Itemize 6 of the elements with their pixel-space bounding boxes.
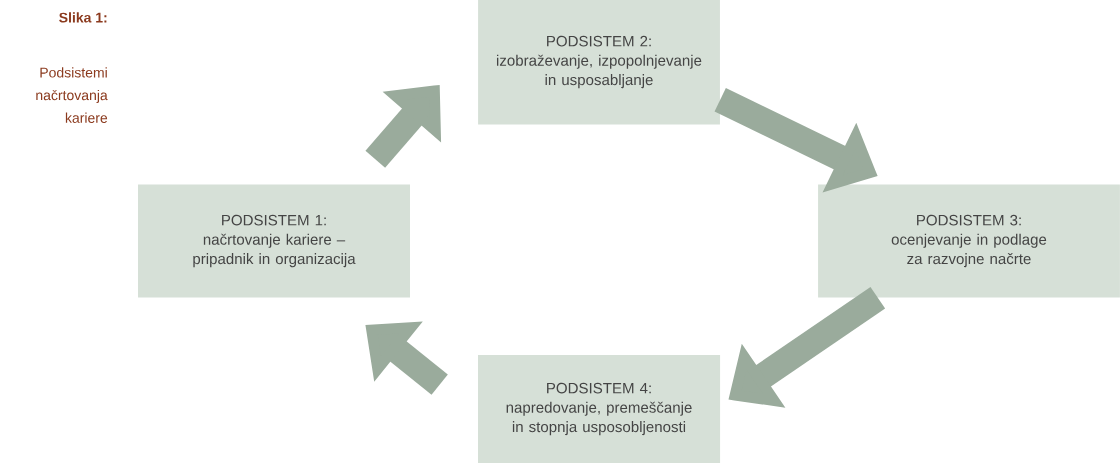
figure-caption: Podsistemi načrtovanja kariere — [36, 67, 108, 123]
process-box: PODSISTEM 4: napredovanje, premeščanje in stopnja usposobljenosti — [477, 355, 721, 463]
process-box: PODSISTEM 1: načrtovanje kariere – pripadnik in organizacija — [138, 184, 410, 298]
figure-title: Slika 1: — [59, 12, 107, 23]
process-box: PODSISTEM 2: izobraževanje, izpopolnjevanje in usposabljanje — [478, 0, 720, 125]
process-box: PODSISTEM 3: ocenjevanje in podlage za razvojne načrte — [818, 184, 1120, 298]
